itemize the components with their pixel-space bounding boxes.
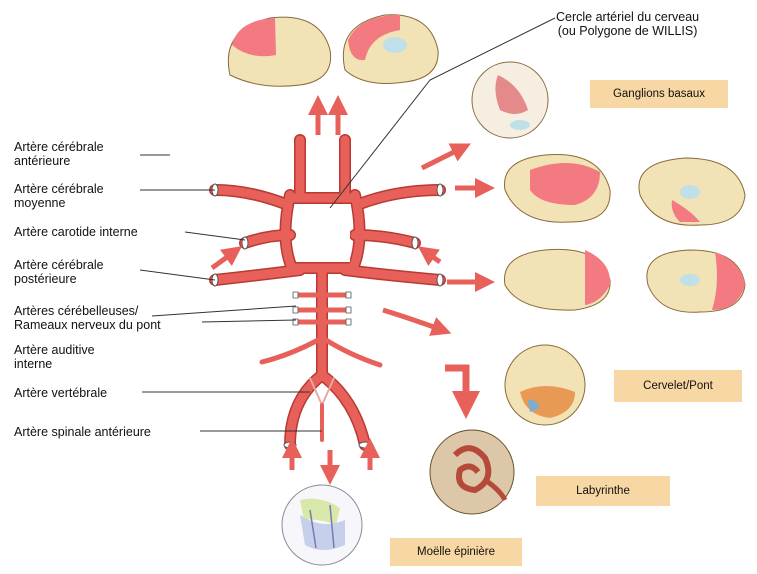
brain-top-lateral [228, 17, 330, 86]
label-cerebellar-pontine: Artères cérébelleuses/ Rameaux nerveux d… [14, 304, 161, 332]
box-cerebellum-pons: Cervelet/Pont [614, 370, 742, 402]
label-posterior-cerebral: Artère cérébrale postérieure [14, 258, 104, 286]
label-anterior-spinal: Artère spinale antérieure [14, 425, 151, 439]
brain-mid-lateral [505, 154, 611, 222]
brain-top-medial [343, 15, 438, 84]
title-block: Cercle artériel du cerveau (ou Polygone … [556, 10, 699, 38]
brain-mid-medial [639, 158, 745, 225]
label-anterior-cerebral: Artère cérébrale antérieure [14, 140, 104, 168]
label-internal-carotid: Artère carotide interne [14, 225, 138, 239]
box-basal-ganglia: Ganglions basaux [590, 80, 728, 108]
cerebellum-arrow [445, 368, 466, 405]
title-line-1: Cercle artériel du cerveau [556, 10, 699, 24]
box-spinal-cord: Moëlle épinière [390, 538, 522, 566]
labyrinth-circle [430, 430, 514, 514]
basal-ganglia-circle [472, 62, 548, 138]
brain-lower-lateral [505, 249, 611, 310]
brain-lower-medial [647, 250, 745, 312]
label-vertebral: Artère vertébrale [14, 386, 107, 400]
box-labyrinth: Labyrinthe [536, 476, 670, 506]
cerebellum-circle [505, 345, 585, 425]
artery-network [212, 140, 443, 448]
spinal-cord-circle [282, 485, 362, 565]
title-line-2: (ou Polygone de WILLIS) [556, 24, 699, 38]
label-middle-cerebral: Artère cérébrale moyenne [14, 182, 104, 210]
label-internal-auditory: Artère auditive interne [14, 343, 95, 371]
